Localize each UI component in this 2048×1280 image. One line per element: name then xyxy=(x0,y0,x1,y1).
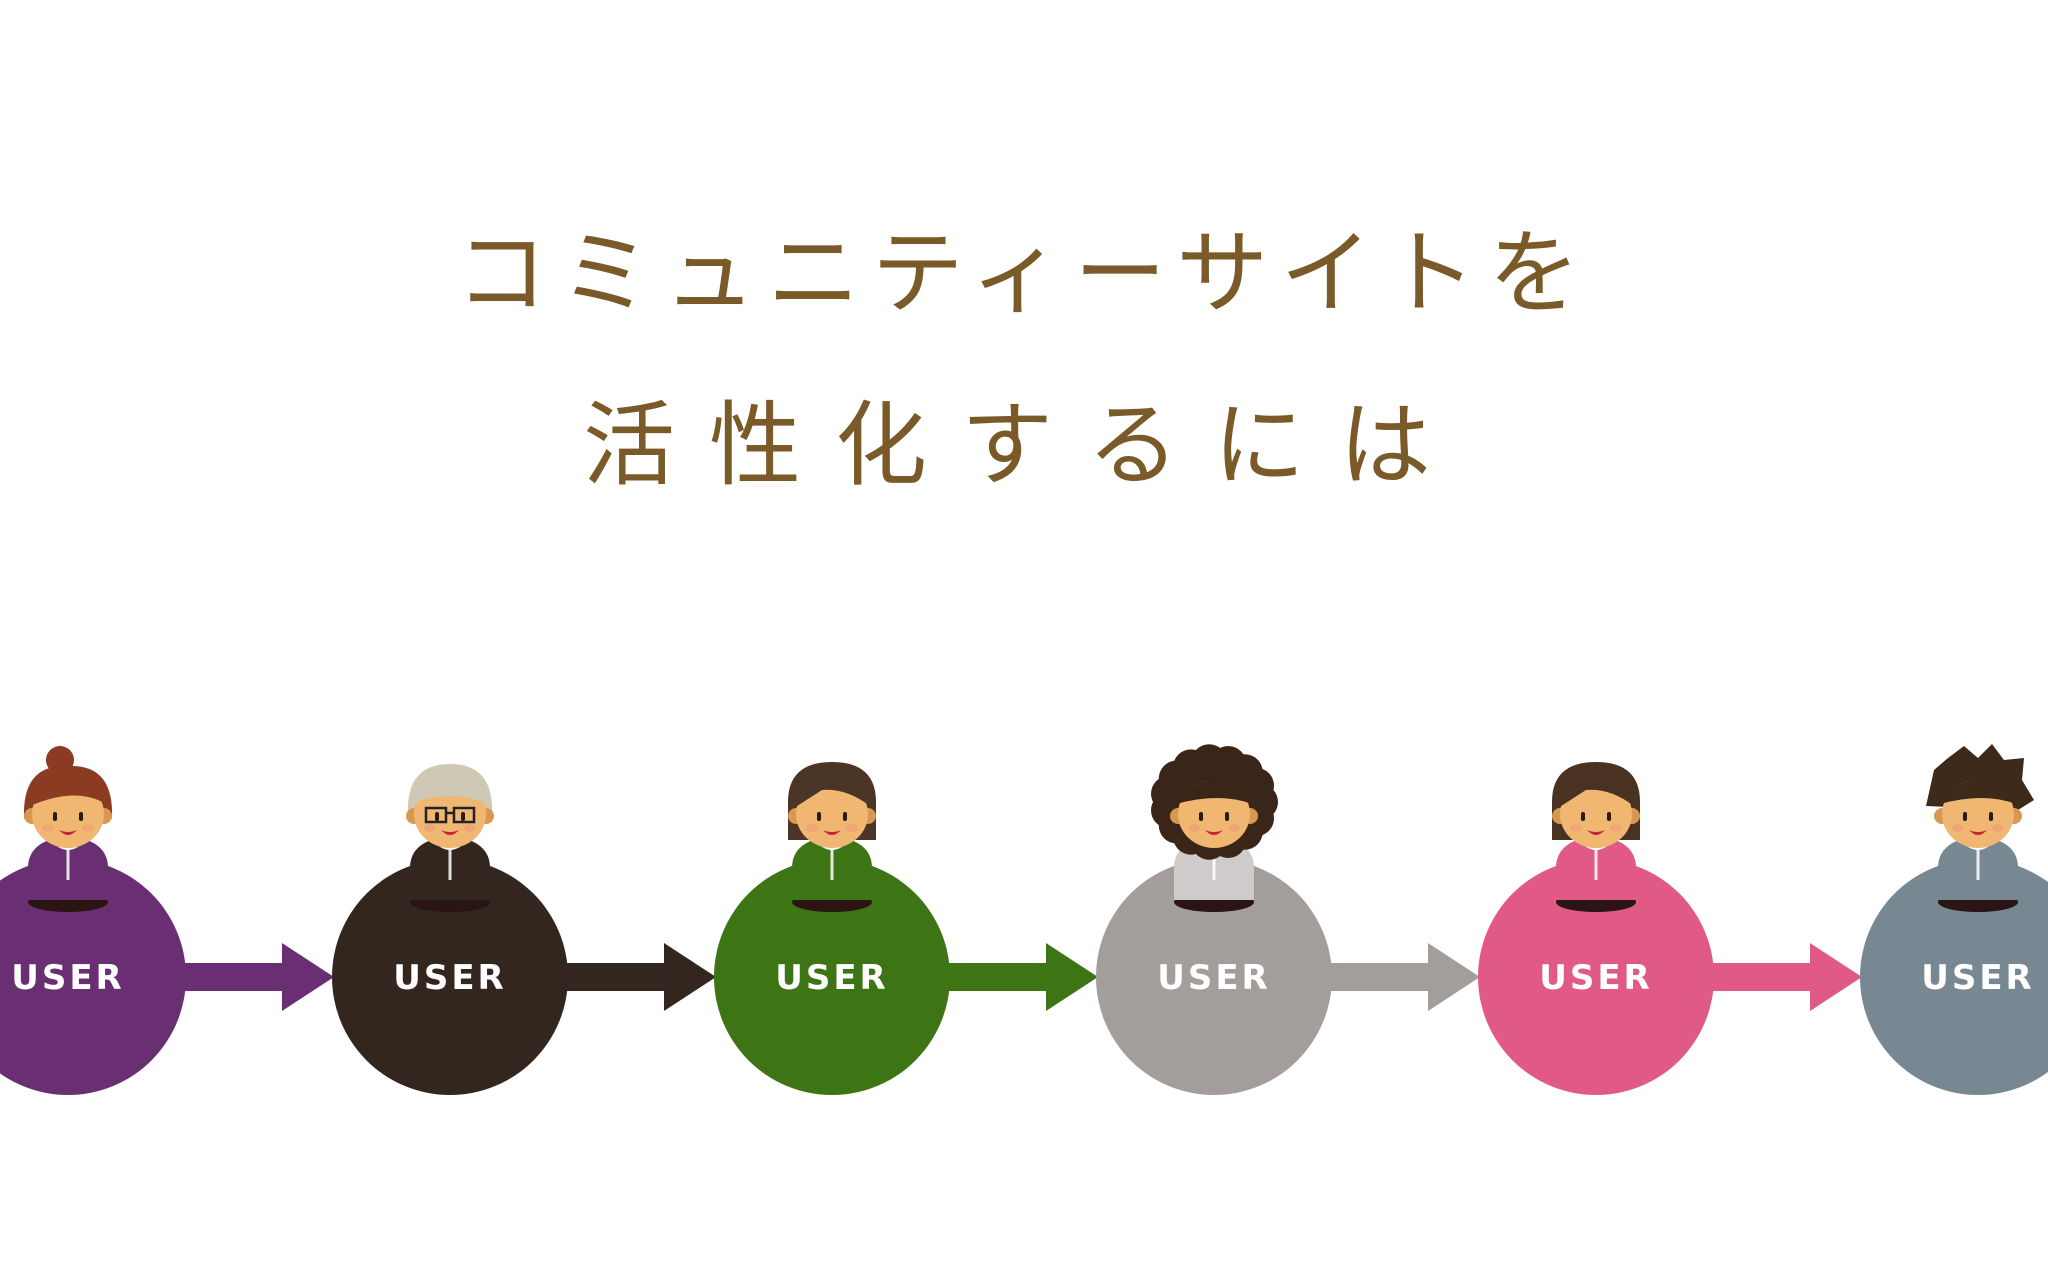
arrow-right-icon xyxy=(946,943,1098,1011)
user-node: USER xyxy=(714,762,950,1095)
person-icon xyxy=(1552,762,1640,912)
user-flow-svg: USER USER USER USER USER USER xyxy=(0,744,2048,1095)
arrow-right-icon xyxy=(1710,943,1862,1011)
person-icon xyxy=(788,762,876,912)
user-circle xyxy=(1478,859,1714,1095)
person-icon xyxy=(1926,744,2034,912)
person-icon xyxy=(23,746,113,912)
user-node: USER xyxy=(332,764,568,1095)
user-node: USER xyxy=(1096,744,1332,1095)
user-node: USER xyxy=(1860,744,2048,1095)
user-circle xyxy=(0,859,186,1095)
slide-title-line-2: 活性化するには xyxy=(582,392,1465,499)
arrow-right-icon xyxy=(182,943,334,1011)
user-label: USER xyxy=(1921,958,2035,998)
user-node: USER xyxy=(1478,762,1714,1095)
person-icon xyxy=(406,764,494,912)
user-circle xyxy=(714,859,950,1095)
user-circle xyxy=(1860,859,2048,1095)
user-circle xyxy=(1096,859,1332,1095)
user-label: USER xyxy=(1157,958,1271,998)
user-label: USER xyxy=(11,958,125,998)
person-icon xyxy=(1151,744,1278,912)
arrow-right-icon xyxy=(1328,943,1480,1011)
user-circle xyxy=(332,859,568,1095)
arrow-right-icon xyxy=(564,943,716,1011)
user-label: USER xyxy=(775,958,889,998)
user-node: USER xyxy=(0,746,186,1095)
user-label: USER xyxy=(393,958,507,998)
user-flow-diagram: USER USER USER USER USER USER xyxy=(0,700,2048,1120)
slide-title-line-1: コミュニティーサイトを xyxy=(455,220,1593,327)
user-label: USER xyxy=(1539,958,1653,998)
